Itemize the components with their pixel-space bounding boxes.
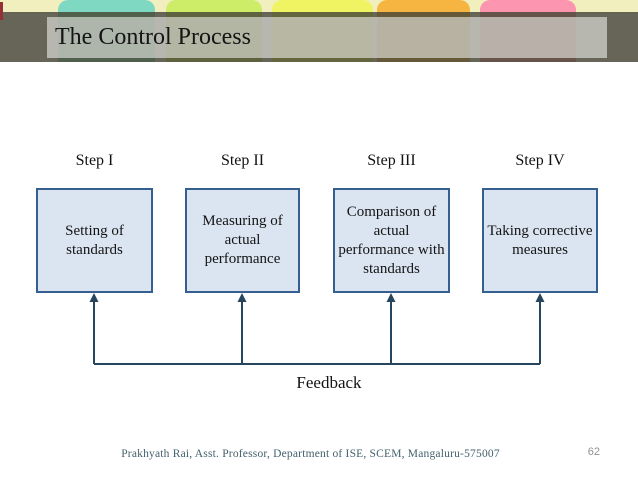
step-label-4: Step IV bbox=[515, 152, 565, 169]
step-column-4: Step IV Taking corrective measures bbox=[482, 150, 598, 293]
step-column-1: Step I Setting of standards bbox=[36, 150, 153, 293]
process-box-measuring-performance: Measuring of actual performance bbox=[185, 188, 300, 293]
feedback-label: Feedback bbox=[296, 373, 362, 392]
footer-credit: Prakhyath Rai, Asst. Professor, Departme… bbox=[121, 448, 500, 460]
process-box-corrective-measures: Taking corrective measures bbox=[482, 188, 598, 293]
process-box-comparison-standards: Comparison of actual performance with st… bbox=[333, 188, 450, 293]
step-label-1: Step I bbox=[75, 152, 114, 169]
decor-strip bbox=[0, 0, 638, 62]
step-column-3: Step III Comparison of actual performanc… bbox=[333, 150, 450, 293]
step-label-3: Step III bbox=[367, 152, 416, 169]
page-number: 62 bbox=[587, 446, 600, 458]
page-title: The Control Process bbox=[55, 24, 251, 50]
red-accent-mark bbox=[0, 2, 3, 20]
title-strip bbox=[47, 17, 607, 58]
feedback-connector bbox=[89, 293, 545, 365]
step-label-2: Step II bbox=[220, 152, 265, 169]
step-column-2: Step II Measuring of actual performance bbox=[185, 150, 300, 293]
process-box-setting-standards: Setting of standards bbox=[36, 188, 153, 293]
